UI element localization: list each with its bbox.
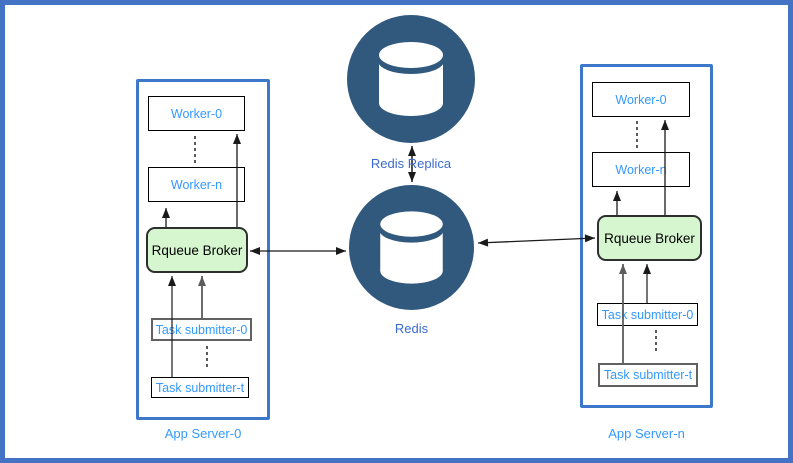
task-submitter-t-box-left: Task submitter-t	[151, 377, 249, 398]
worker-0-box-right: Worker-0	[592, 82, 690, 117]
app-server-n-label: App Server-n	[608, 426, 685, 441]
database-icon	[349, 185, 474, 310]
redis-label: Redis	[394, 321, 429, 336]
arrow-broker-right-redis	[477, 234, 596, 247]
rqueue-broker-left: Rqueue Broker	[146, 227, 248, 273]
redis-replica-node	[347, 15, 475, 143]
app-server-0-label: App Server-0	[164, 426, 242, 441]
worker-n-box-left: Worker-n	[148, 167, 245, 202]
redis-replica-label: Redis Replica	[370, 156, 452, 171]
redis-node	[349, 185, 474, 310]
rqueue-broker-right: Rqueue Broker	[597, 215, 702, 261]
database-icon	[347, 15, 475, 143]
worker-n-box-right: Worker-n	[592, 152, 690, 187]
task-submitter-0-box-left: Task submitter-0	[151, 318, 252, 341]
task-submitter-0-box-right: Task submitter-0	[597, 303, 698, 326]
worker-0-box-left: Worker-0	[148, 96, 245, 131]
task-submitter-t-box-right: Task submitter-t	[598, 363, 698, 387]
